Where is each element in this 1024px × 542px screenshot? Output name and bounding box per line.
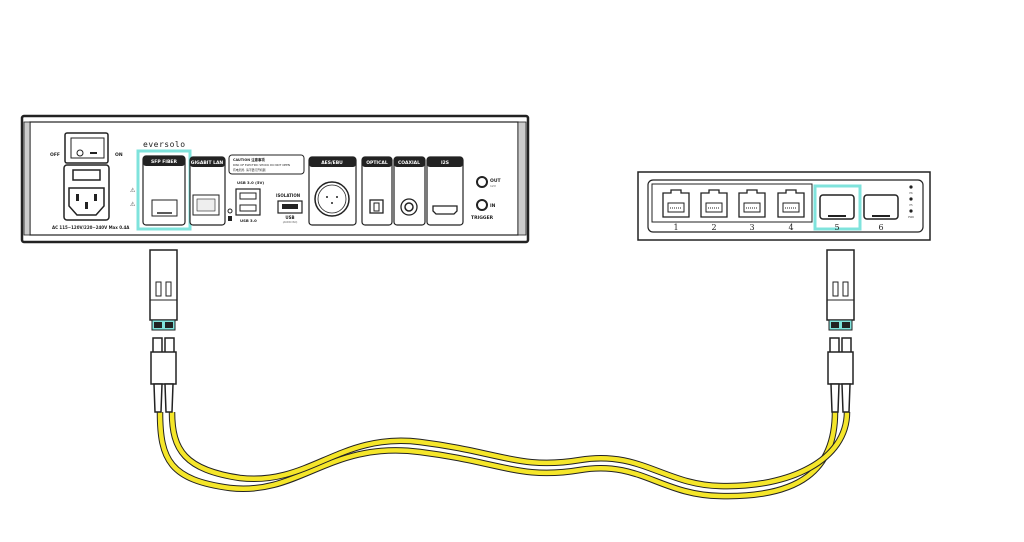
port-label-5: 5	[834, 223, 839, 232]
svg-text:P5: P5	[909, 203, 913, 207]
svg-text:COAXIAL: COAXIAL	[398, 160, 420, 166]
svg-text:(AUDIO ISO): (AUDIO ISO)	[283, 221, 298, 224]
highlight-port-5	[813, 184, 862, 231]
coaxial-port: COAXIAL	[393, 156, 426, 226]
svg-text:TRIGGER: TRIGGER	[471, 215, 494, 221]
caution-label: CAUTION 注意事项 RISK OF ELECTRIC SHOCK DO N…	[228, 154, 305, 175]
led-indicator	[909, 185, 913, 189]
svg-text:GIGABIT LAN: GIGABIT LAN	[191, 160, 224, 166]
gigabit-lan-port: GIGABIT LAN	[189, 156, 226, 226]
port-label-2: 2	[711, 223, 716, 232]
svg-text:PWR: PWR	[908, 215, 914, 219]
port-label-3: 3	[749, 223, 754, 232]
i2s-port: I2S	[426, 156, 464, 226]
usb-3-ports: USB 3.0 (5V) USB 3.0	[235, 180, 264, 223]
svg-text:SFP FIBER: SFP FIBER	[151, 159, 177, 165]
brand-logo: eversolo	[143, 140, 186, 149]
rj45-port-4	[777, 189, 805, 218]
isolation-usb-port: ISOLATION USB (AUDIO ISO)	[276, 193, 303, 224]
sfp-port-5	[819, 194, 855, 220]
streamer-rear-panel: OFF ON AC 115~120V/220~240V Max 0.4A ⚠ ⚠…	[20, 114, 530, 244]
off-label: OFF	[50, 152, 60, 158]
svg-text:OPTICAL: OPTICAL	[366, 160, 388, 166]
power-inlet: AC 115~120V/220~240V Max 0.4A	[52, 164, 130, 230]
streamer-sfp-transceiver	[149, 249, 178, 413]
optical-port: OPTICAL	[361, 156, 393, 226]
svg-text:USB 3.0: USB 3.0	[240, 218, 257, 223]
svg-text:ISOLATION: ISOLATION	[276, 193, 300, 198]
fiber-cable	[156, 411, 851, 500]
on-label: ON	[115, 152, 123, 158]
rj45-port-3	[738, 189, 766, 218]
svg-text:RISK OF ELECTRIC SHOCK DO NOT: RISK OF ELECTRIC SHOCK DO NOT OPEN	[233, 163, 290, 167]
power-rating: AC 115~120V/220~240V Max 0.4A	[52, 225, 130, 230]
svg-text:USB: USB	[285, 215, 294, 220]
svg-text:P6: P6	[909, 191, 913, 195]
svg-text:有电危险, 请不要打开机器: 有电危险, 请不要打开机器	[233, 168, 266, 172]
svg-text:I2S: I2S	[441, 160, 449, 166]
svg-text:12V: 12V	[490, 184, 497, 188]
svg-text:IN: IN	[490, 203, 496, 209]
trigger-ports: OUT 12V IN TRIGGER	[471, 176, 501, 221]
port-label-4: 4	[788, 223, 793, 232]
svg-text:CAUTION 注意事项: CAUTION 注意事项	[233, 157, 265, 162]
aes-ebu-port: AES/EBU	[308, 156, 357, 226]
warning-icon: ⚠	[130, 187, 136, 194]
sfp-fiber-port: SFP FIBER	[136, 149, 192, 231]
led-indicator	[909, 209, 913, 213]
network-switch: 1 2 3 4 5 6 P6 P5 PWR	[637, 171, 931, 241]
svg-text:OUT: OUT	[490, 178, 501, 184]
port-label-1: 1	[673, 223, 678, 232]
svg-text:USB 3.0 (5V): USB 3.0 (5V)	[237, 180, 264, 185]
rj45-port-1	[662, 189, 690, 218]
sfp-port-6	[863, 194, 899, 220]
svg-text:AES/EBU: AES/EBU	[321, 160, 343, 166]
warning-icon: ⚠	[130, 201, 136, 208]
power-switch: OFF ON	[50, 132, 123, 164]
led-indicator	[909, 197, 913, 201]
port-label-6: 6	[878, 223, 883, 232]
switch-sfp-transceiver	[826, 249, 855, 413]
rj45-port-2	[700, 189, 728, 218]
